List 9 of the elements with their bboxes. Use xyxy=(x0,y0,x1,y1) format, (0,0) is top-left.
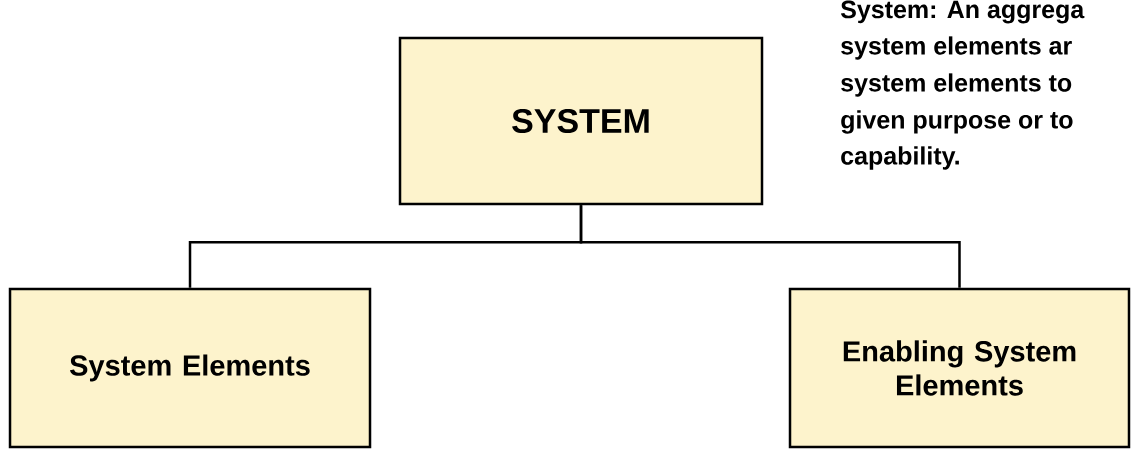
definition-text: given purpose or to xyxy=(841,110,1073,134)
definition-text: system elements to xyxy=(841,73,1072,97)
definition-text: capability. xyxy=(841,146,959,170)
system-box: Enabling System Elements xyxy=(788,287,1131,449)
connector-line xyxy=(579,205,961,288)
definition-text: system elements ar xyxy=(841,36,1072,60)
system-box: SYSTEM xyxy=(398,36,764,206)
definition-text: System: An aggrega xyxy=(840,0,1085,24)
system-box: System Elements xyxy=(8,287,372,449)
